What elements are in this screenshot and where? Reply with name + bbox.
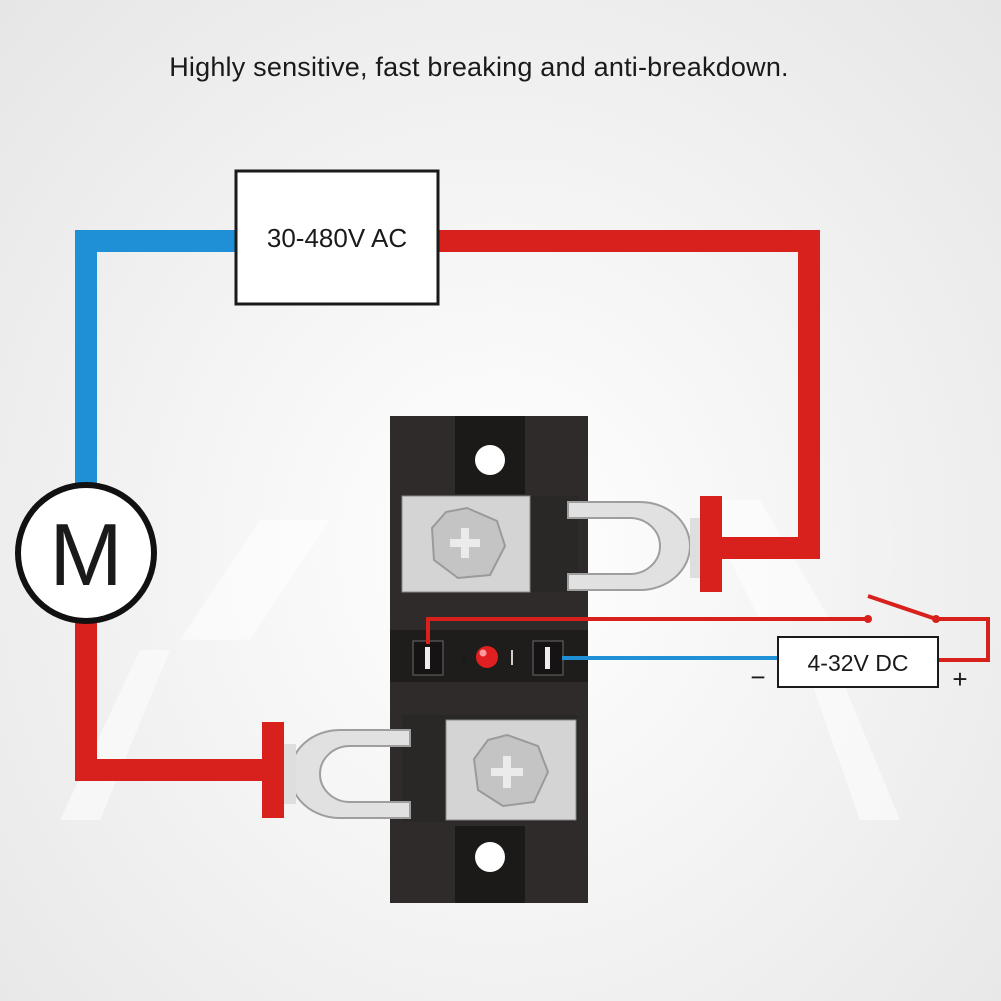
input-minus-mark	[511, 650, 513, 665]
live-wire-upper	[438, 230, 820, 559]
dc-minus-label: −	[750, 662, 765, 692]
ac-loop-wires	[75, 230, 820, 781]
input-plus-label: +	[458, 650, 470, 672]
neutral-wire	[75, 230, 236, 484]
ac-supply-label: 30-480V AC	[267, 223, 407, 253]
motor-symbol: M	[15, 482, 157, 624]
upper-screw-terminal	[401, 495, 578, 593]
bottom-mount-hole	[475, 842, 505, 872]
switch-lever	[867, 594, 937, 621]
ac-supply-box: 30-480V AC	[234, 169, 440, 306]
dc-supply-box	[777, 636, 939, 688]
top-mount-hole	[475, 445, 505, 475]
solid-state-relay: +	[390, 416, 588, 903]
headline: Highly sensitive, fast breaking and anti…	[169, 52, 789, 82]
motor-label: M	[49, 505, 122, 604]
dc-control-circuit: 4-32V DC − +	[426, 594, 990, 694]
dc-plus-label: +	[952, 664, 967, 694]
dc-supply-label: 4-32V DC	[808, 650, 909, 676]
status-led	[476, 646, 498, 668]
switch-contact-left	[864, 615, 872, 623]
dc-positive-wire	[426, 617, 866, 644]
live-wire-lower	[75, 620, 278, 781]
lower-spade-lug	[262, 722, 411, 819]
lower-screw-terminal	[402, 715, 578, 822]
upper-spade-lug	[567, 496, 722, 592]
